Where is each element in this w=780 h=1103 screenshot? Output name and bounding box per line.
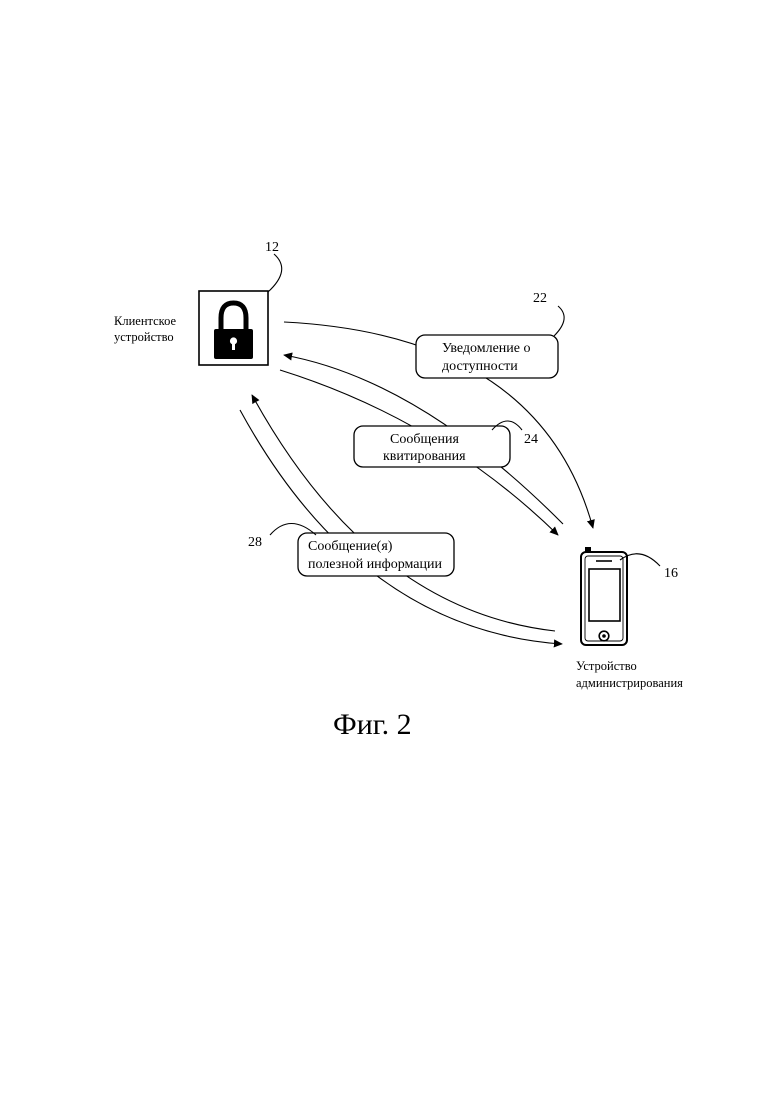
mobile-phone-icon [581, 547, 627, 645]
admin-device-ref: 16 [664, 566, 678, 581]
admin-device-label-line1: Устройство [576, 659, 637, 673]
availability-notification-line1: Уведомление о [442, 341, 531, 356]
availability-notification-ref-leader [554, 306, 564, 336]
payload-line1: Сообщение(я) [308, 539, 393, 554]
admin-device-label-line2: администрирования [576, 676, 683, 690]
acknowledgement-ref: 24 [524, 432, 538, 447]
client-device-label-line1: Клиентское [114, 314, 177, 328]
acknowledgement-line2: квитирования [383, 449, 466, 464]
acknowledgement-line1: Сообщения [390, 432, 459, 447]
client-device-ref-leader [268, 254, 282, 292]
payload-line2: полезной информации [308, 557, 442, 572]
payload-box: Сообщение(я) полезной информации [298, 533, 454, 576]
client-device-label-line2: устройство [114, 330, 174, 344]
availability-notification-box: Уведомление о доступности [416, 335, 558, 378]
client-device [199, 291, 268, 365]
availability-notification-ref: 22 [533, 291, 547, 306]
acknowledgement-box: Сообщения квитирования [354, 426, 510, 467]
figure-caption: Фиг. 2 [333, 708, 412, 741]
availability-notification-line2: доступности [442, 359, 518, 374]
payload-ref: 28 [248, 535, 262, 550]
client-device-ref: 12 [265, 240, 279, 255]
